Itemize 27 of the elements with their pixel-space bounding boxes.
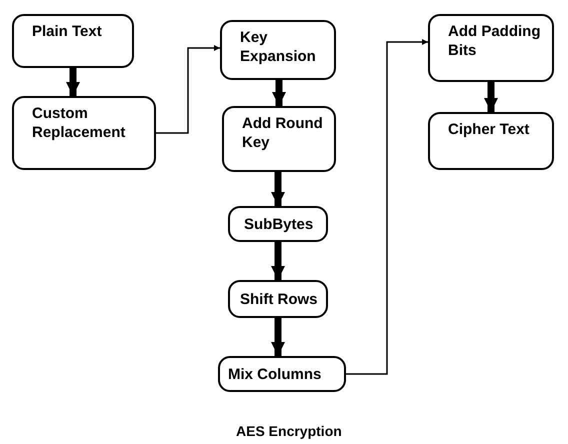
process-box <box>220 20 336 80</box>
box-label: Add Padding Bits <box>448 22 542 60</box>
process-box <box>12 96 156 170</box>
arrow <box>484 82 498 112</box>
process-box <box>228 206 328 242</box>
arrow <box>271 172 285 206</box>
process-box <box>222 106 336 172</box>
arrow <box>156 45 220 134</box>
arrow <box>271 242 285 280</box>
process-box <box>428 14 554 82</box>
arrow <box>66 68 80 96</box>
arrow <box>271 318 285 356</box>
diagram-title: AES Encryption <box>236 423 342 439</box>
box-label: Plain Text <box>32 22 103 41</box>
box-label: Key Expansion <box>240 28 317 66</box>
box-label: SubBytes <box>244 215 314 234</box>
process-box <box>428 112 554 170</box>
process-box <box>228 280 328 318</box>
box-label: Add Round Key <box>242 114 324 152</box>
process-box <box>218 356 346 392</box>
box-label: Custom Replacement <box>32 104 126 142</box>
arrow <box>272 80 286 106</box>
box-label: Shift Rows <box>240 290 318 309</box>
box-label: Cipher Text <box>448 120 530 139</box>
arrow <box>346 39 428 375</box>
box-label: Mix Columns <box>228 365 322 384</box>
process-box <box>12 14 134 68</box>
